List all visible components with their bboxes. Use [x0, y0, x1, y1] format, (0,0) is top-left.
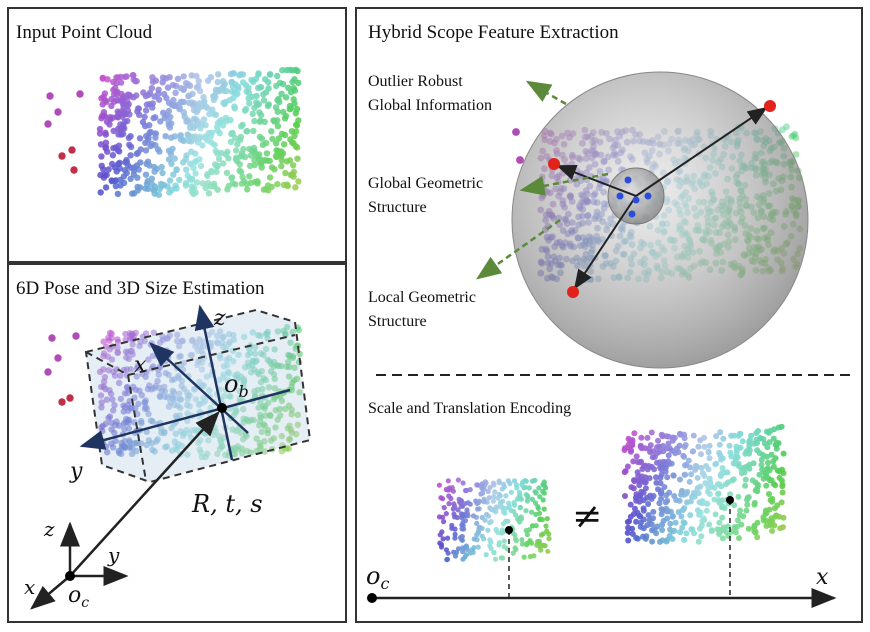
global-scope-sphere	[511, 71, 809, 369]
hybrid-panel	[355, 7, 863, 623]
large-point-cloud	[621, 423, 787, 545]
camera-axes	[30, 521, 129, 610]
obj-z-label: z	[213, 306, 226, 331]
keypoint-red	[764, 100, 776, 112]
encoding-x-label: x	[816, 565, 829, 590]
center-small	[505, 526, 513, 534]
encoding-origin-label: oc	[366, 562, 389, 593]
cam-origin-label: oc	[68, 583, 89, 611]
local-keypoints-blue	[616, 176, 652, 218]
annotation-arrows	[475, 80, 609, 280]
bounding-box	[84, 308, 312, 484]
not-equal-sign: ≠	[572, 496, 602, 537]
pose-panel	[7, 263, 347, 623]
cam-z-label: z	[43, 517, 55, 541]
hybrid-panel-title: Hybrid Scope Feature Extraction	[368, 22, 619, 43]
object-origin-point	[217, 403, 227, 413]
encoding-origin-point	[367, 593, 377, 603]
input-point-cloud	[44, 66, 302, 198]
keypoint-red	[567, 286, 579, 298]
pose-point-cloud	[44, 323, 303, 461]
obj-y-label: y	[69, 459, 83, 484]
object-axes	[79, 304, 291, 461]
obj-x-label: x	[134, 353, 147, 378]
projection-lines	[508, 500, 731, 598]
transform-label: R, t, s	[191, 490, 263, 518]
center-large	[726, 496, 734, 504]
small-point-cloud	[436, 477, 552, 563]
input-panel	[7, 7, 347, 263]
obj-origin-label: ob	[224, 370, 249, 401]
scope-arrows	[556, 106, 768, 290]
input-panel-title: Input Point Cloud	[16, 22, 153, 43]
keypoint-red	[548, 158, 560, 170]
pose-panel-title: 6D Pose and 3D Size Estimation	[16, 278, 265, 299]
cam-y-label: y	[107, 543, 120, 567]
cam-x-label: x	[24, 575, 35, 599]
translation-arrow	[69, 411, 220, 577]
encoding-title: Scale and Translation Encoding	[368, 400, 571, 417]
camera-origin-point	[65, 571, 75, 581]
